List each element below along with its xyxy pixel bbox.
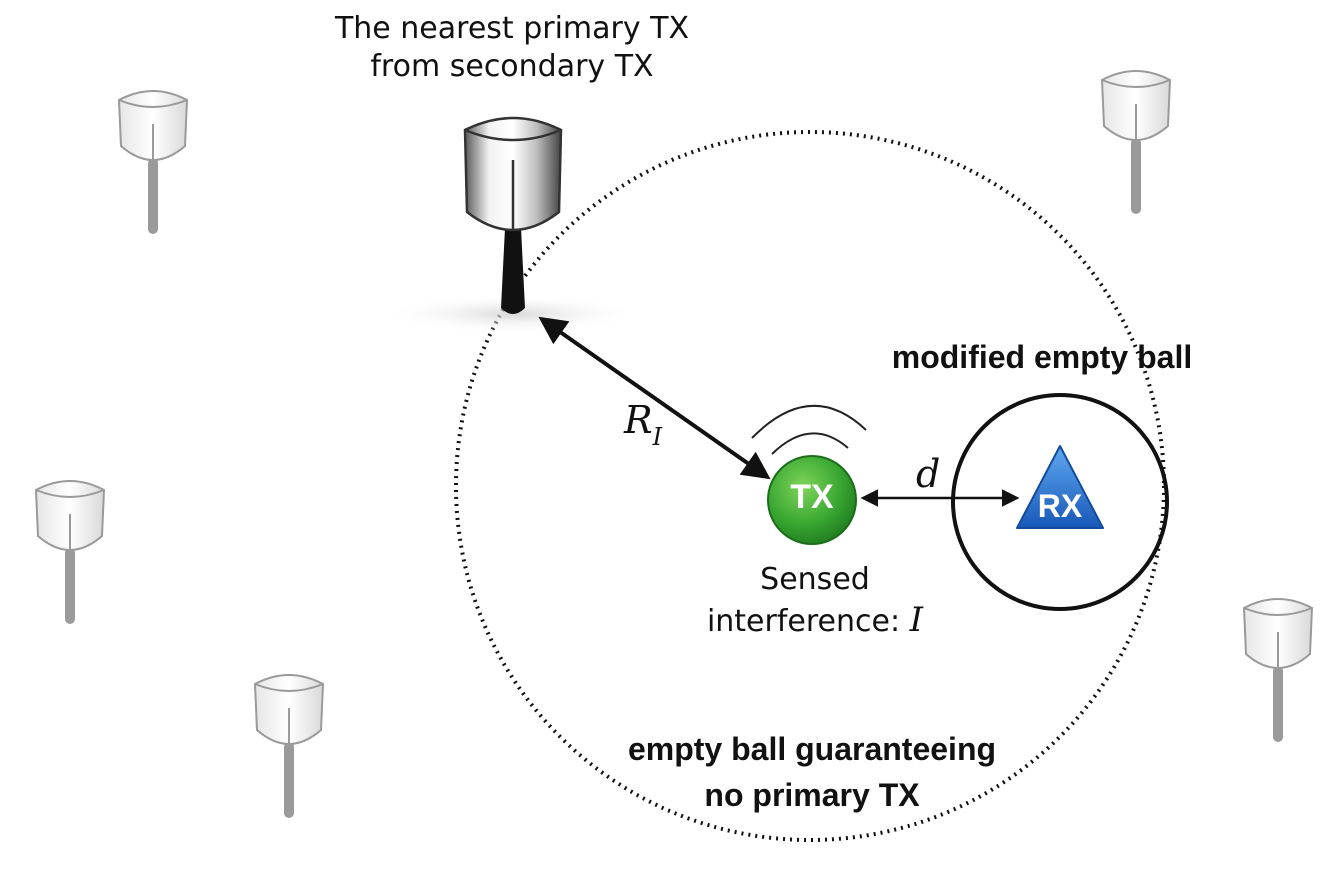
radius-label: RI (624, 398, 662, 451)
antenna-tower-icon (253, 674, 325, 818)
antenna-tower-icon (34, 480, 106, 624)
signal-waves-icon (751, 404, 867, 455)
rx-node-label: RX (1020, 488, 1100, 525)
nearest-primary-line1: The nearest primary TX (334, 11, 690, 46)
secondary-rx-node (1016, 445, 1104, 529)
distance-label: d (916, 452, 940, 496)
antenna-tower-icon (1242, 598, 1314, 742)
nearest-primary-label: The nearest primary TX from secondary TX (312, 10, 712, 86)
tx-node-text: TX (790, 478, 834, 516)
radius-symbol: R (624, 398, 653, 442)
nearest-primary-tx-icon (383, 116, 643, 334)
modified-ball-text: modified empty ball (891, 339, 1193, 375)
empty-ball-line2: no primary TX (704, 777, 920, 813)
antenna-tower-icon (1100, 70, 1172, 214)
nearest-primary-line2: from secondary TX (370, 49, 654, 84)
sensed-line2: interference: (706, 604, 901, 639)
rx-node-text: RX (1037, 488, 1083, 524)
secondary-tx-node (767, 455, 857, 545)
antenna-tower-icon (117, 90, 189, 234)
interference-symbol: I (909, 600, 924, 640)
distance-symbol: d (916, 452, 941, 496)
radius-subscript: I (652, 423, 663, 451)
sensed-line1: Sensed (760, 562, 870, 597)
interference-radius-arrow (538, 316, 771, 480)
empty-ball-line1: empty ball guaranteeing (627, 731, 997, 767)
modified-ball-label: modified empty ball (860, 334, 1224, 380)
sensed-line2-row: interference: I (700, 600, 930, 642)
sensed-interference-label: Sensed interference: I (700, 560, 930, 642)
tx-node-label: TX (768, 478, 856, 517)
empty-ball-label: empty ball guaranteeing no primary TX (592, 726, 1032, 818)
